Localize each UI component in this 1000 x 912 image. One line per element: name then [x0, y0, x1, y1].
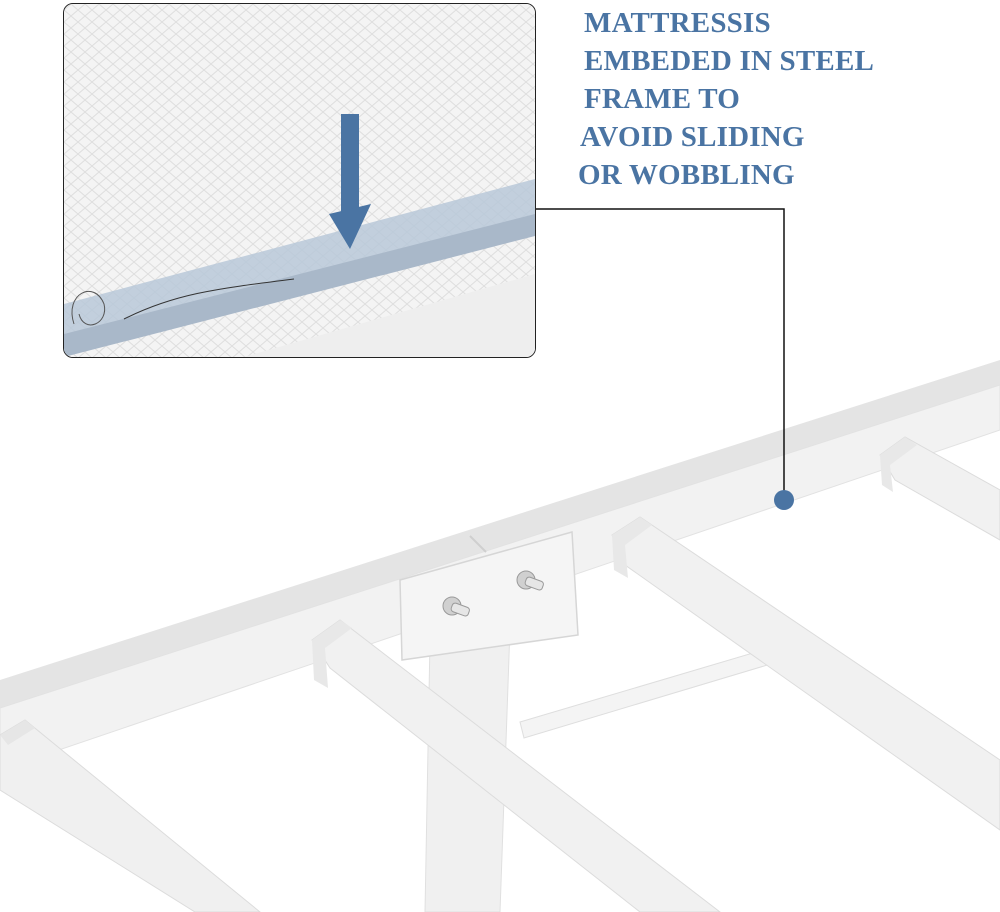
- slat: [311, 619, 721, 912]
- feature-callout-text: MATTRESSIS EMBEDED IN STEEL FRAME TO AVO…: [578, 4, 998, 194]
- bolt-icon: [442, 596, 470, 617]
- callout-leader-line: [535, 208, 785, 497]
- callout-line: FRAME TO: [584, 83, 741, 115]
- cross-rod: [519, 644, 785, 739]
- slat: [0, 719, 261, 912]
- down-arrow-icon: [329, 114, 371, 249]
- callout-line: EMBEDED IN STEEL: [584, 45, 875, 77]
- bolt-icon: [516, 570, 544, 591]
- slat: [879, 436, 1000, 541]
- side-rail-top: [0, 360, 1000, 708]
- connecting-bracket: [399, 531, 579, 661]
- callout-marker-dot: [774, 490, 794, 510]
- mattress-closeup-inset: [63, 3, 536, 358]
- callout-line: OR WOBBLING: [578, 159, 795, 191]
- slat: [611, 516, 1000, 831]
- callout-line: MATTRESSIS: [584, 7, 771, 39]
- callout-line: AVOID SLIDING: [580, 121, 805, 153]
